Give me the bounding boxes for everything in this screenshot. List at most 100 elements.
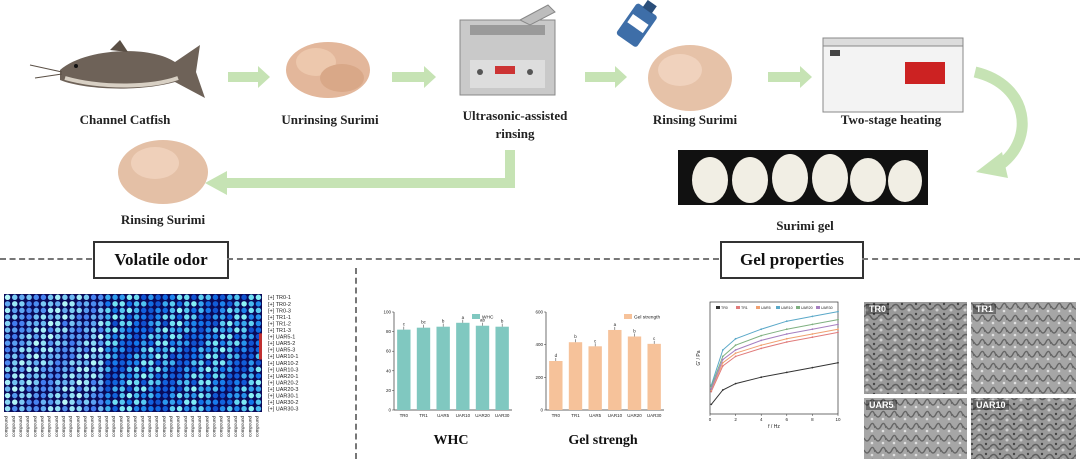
heatmap-cell [198,366,204,373]
heatmap-cell [176,327,183,333]
heatmap-cell [47,301,54,307]
heatmap-cell [47,307,54,314]
heatmap-cell [212,314,219,320]
heatmap-cell [155,366,161,373]
heatmap-cell [169,386,176,392]
two-stage-heating-label: Two-stage heating [840,112,942,127]
heatmap-cell [33,333,40,340]
heatmap-cell [83,320,90,327]
heatmap-cell [183,392,190,399]
heatmap-cell [212,360,219,366]
heatmap-cell [162,386,169,392]
heatmap-col-label: compound [247,416,252,438]
heatmap-cell [198,405,204,412]
heatmap-cell [19,327,25,333]
heatmap-cell [140,399,147,405]
heatmap-cell [90,392,97,399]
bar [475,325,490,410]
heatmap-cell [4,294,11,301]
heatmap-cell [241,366,247,373]
heatmap-cell [248,399,255,405]
heatmap-cell [97,301,104,307]
data-label: b [574,334,577,339]
heatmap-col-label: compound [125,416,130,438]
heatmap-cell [126,392,133,399]
heatmap-cell [176,307,183,314]
heatmap-cell [119,301,126,307]
heatmap-cell [234,392,240,399]
heatmap-cell [140,333,147,340]
heatmap-cell [83,366,90,373]
gallery-plot: [+] TR0-1[+] TR0-2[+] TR0-3[+] TR1-1[+] … [4,292,334,459]
heatmap-cell [83,327,90,333]
heatmap-cell [54,379,61,386]
heatmap-cell [205,314,212,320]
series-point [760,339,763,342]
heatmap-cell [183,360,190,366]
heatmap-cell [241,360,247,366]
heatmap-cell [47,392,54,399]
heatmap-cell [226,360,233,366]
heatmap-cell [105,346,111,353]
heatmap-cell [47,353,54,360]
y-tick-label: 600 [535,310,543,315]
heatmap-cell [40,373,47,379]
heatmap-cell [133,366,140,373]
series-point [811,366,814,369]
series-point [785,337,788,340]
series-point [785,328,788,331]
gel-properties-box: Gel properties [720,241,864,279]
heatmap-cell [33,379,40,386]
heatmap-cell [40,294,47,301]
heatmap-cell [183,333,190,340]
heatmap-cell [226,405,233,412]
series-point [811,328,814,331]
heatmap-cell [83,307,90,314]
heatmap-cell [133,405,140,412]
heatmap-cell [162,314,169,320]
series-line [710,328,839,391]
series-line [710,311,839,386]
heatmap-cell [76,379,83,386]
heatmap-cell [219,373,226,379]
heatmap-cell [176,353,183,360]
heatmap-cell [155,360,161,366]
heatmap-cell [155,320,161,327]
series-point [734,382,737,385]
heatmap-cell [33,307,40,314]
heatmap-cell [191,314,197,320]
heatmap-cell [4,399,11,405]
data-label: d [555,353,558,358]
heatmap-cell [183,301,190,307]
heatmap-cell [26,392,32,399]
heatmap-cell [155,379,161,386]
heatmap-cell [148,346,154,353]
heatmap-cell [126,353,133,360]
y-tick-label: 40 [386,368,392,373]
heatmap-cell [105,366,111,373]
heatmap-cell [119,386,126,392]
heatmap-cell [226,392,233,399]
heatmap-row-label: [+] UAR30-2 [268,400,298,406]
heatmap-cell [191,340,197,346]
heatmap-cell [126,314,133,320]
heatmap-cell [40,333,47,340]
heatmap-col-label: compound [190,416,195,438]
heatmap-cell [219,366,226,373]
heatmap-cell [40,405,47,412]
heatmap-cell [97,366,104,373]
heatmap-cell [105,294,111,301]
heatmap-cell [105,399,111,405]
heatmap-col-label: compound [147,416,152,438]
heatmap-cell [248,294,255,301]
heatmap-cell [83,386,90,392]
heatmap-cell [105,320,111,327]
heatmap-cell [140,353,147,360]
heatmap-cell [62,353,68,360]
heatmap-cell [198,320,204,327]
heatmap-cell [11,379,18,386]
sem-image-tr1 [971,302,1076,394]
heatmap-cell [162,327,169,333]
heatmap-cell [97,392,104,399]
heatmap-cell [169,366,176,373]
